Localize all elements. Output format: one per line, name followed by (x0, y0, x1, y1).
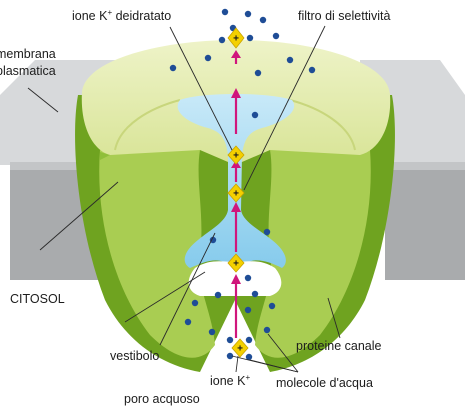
water-molecule (245, 11, 251, 17)
label-selectivity-filter: filtro di selettività (298, 9, 390, 23)
water-molecule (246, 337, 252, 343)
k-ion-symbol: + (237, 344, 243, 355)
label-channel-proteins: proteine canale (296, 339, 382, 353)
membrane-edge-right (385, 162, 465, 170)
k-ion-symbol: + (233, 189, 239, 200)
label-membrane-line1: membrana (0, 47, 56, 61)
water-molecule (247, 35, 253, 41)
water-molecule (170, 65, 176, 71)
water-molecule (227, 337, 233, 343)
water-molecule (209, 329, 215, 335)
water-molecule (252, 112, 258, 118)
water-molecule (264, 229, 270, 235)
label-membrane-line2: plasmatica (0, 64, 56, 78)
label-aqueous-pore: poro acquoso (124, 392, 200, 406)
membrane-front-right (385, 168, 465, 280)
label-vestibule: vestibolo (110, 349, 159, 363)
water-molecule (287, 57, 293, 63)
water-molecule (264, 327, 270, 333)
water-molecule (273, 33, 279, 39)
water-molecule (222, 9, 228, 15)
water-molecule (260, 17, 266, 23)
k-ion-symbol: + (233, 259, 239, 270)
leader-ion (236, 356, 238, 372)
k-ion-symbol: + (233, 34, 239, 45)
water-molecule (185, 319, 191, 325)
k-ion-symbol: + (233, 151, 239, 162)
label-water-molecules: molecole d'acqua (276, 376, 373, 390)
water-molecule (252, 291, 258, 297)
label-ion: ione K+ (210, 373, 250, 388)
water-molecule (255, 70, 261, 76)
water-molecule (309, 67, 315, 73)
label-ion-dehydrated: ione K+ deidratato (72, 8, 171, 23)
water-molecule (245, 307, 251, 313)
label-cytosol: CITOSOL (10, 292, 65, 306)
water-molecule (215, 292, 221, 298)
water-molecule (219, 37, 225, 43)
water-molecule (205, 55, 211, 61)
water-molecule (192, 300, 198, 306)
water-molecule (269, 303, 275, 309)
water-molecule (245, 275, 251, 281)
k-ion: + (232, 339, 248, 357)
